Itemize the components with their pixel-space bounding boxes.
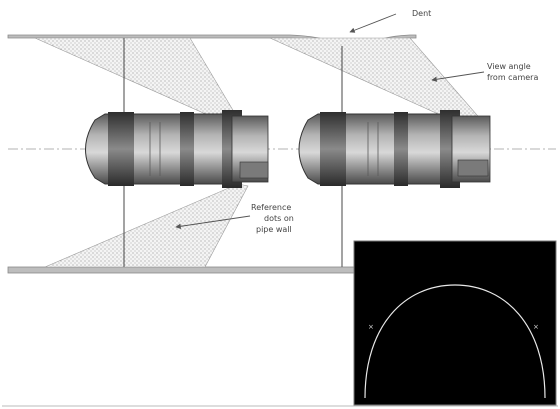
inset-marker-left: × [368,323,374,331]
inset-marker-right: × [533,323,539,331]
reference-label-line-2: dots on [264,214,294,223]
camera-view-inset: × × [353,240,557,406]
dent-arrow [349,13,397,33]
reference-label-line-3: pipe wall [256,225,292,234]
pipe-wall-arc [364,284,546,399]
reference-label-line-1: Reference [251,203,291,212]
camera-1 [85,110,269,188]
view-angle-label-line-1: View angle [487,62,531,71]
camera-2 [298,110,491,188]
view-angle-arrow [431,71,485,82]
view-cone-bottom-camera-1 [44,183,249,268]
dent-label: Dent [412,9,431,18]
pipe-bottom-wall [7,266,355,274]
view-angle-label-line-2: from camera [487,73,538,82]
reference-arrow [175,215,251,229]
view-cone-top-camera-1 [34,37,241,125]
